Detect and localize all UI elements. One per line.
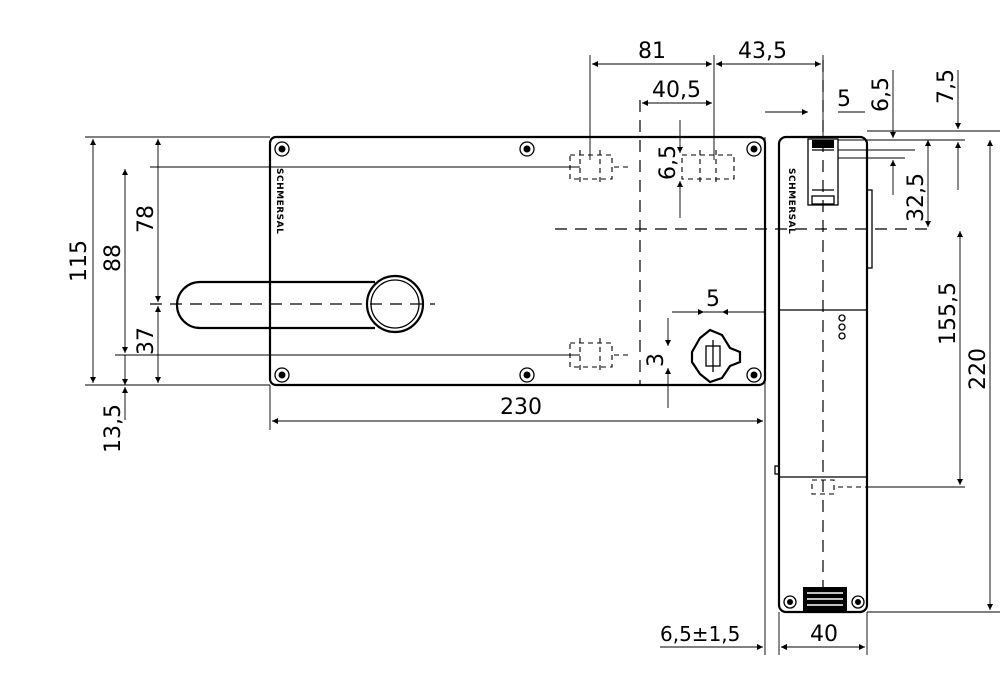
dim-155-5: 155,5 bbox=[936, 282, 961, 345]
dim-43-5: 43,5 bbox=[738, 39, 787, 64]
dim-40-5: 40,5 bbox=[652, 78, 701, 103]
screw-icon bbox=[274, 141, 290, 157]
dim-5-mid: 5 bbox=[706, 287, 720, 312]
screw-icon bbox=[746, 141, 762, 157]
dim-220: 220 bbox=[966, 348, 991, 390]
dim-88: 88 bbox=[101, 244, 126, 272]
extension-lines bbox=[85, 55, 1000, 655]
screw-icon bbox=[519, 141, 535, 157]
led-indicator-icon bbox=[838, 314, 846, 340]
switch-side-view: SCHMERSAL bbox=[774, 60, 873, 614]
screw-icon bbox=[274, 367, 290, 383]
dim-78: 78 bbox=[134, 205, 159, 233]
dim-5-top: 5 bbox=[837, 87, 851, 112]
dimension-lines bbox=[90, 61, 993, 650]
screw-icon bbox=[519, 367, 535, 383]
dim-37: 37 bbox=[134, 327, 159, 355]
dim-7-5: 7,5 bbox=[934, 69, 959, 104]
dim-32-5: 32,5 bbox=[904, 173, 929, 222]
dim-115: 115 bbox=[67, 240, 92, 282]
screw-icon bbox=[851, 595, 865, 609]
brand-label-body: SCHMERSAL bbox=[274, 168, 284, 234]
dim-230: 230 bbox=[500, 395, 542, 420]
actuator-body: SCHMERSAL bbox=[268, 135, 767, 387]
dim-3: 3 bbox=[644, 353, 669, 367]
hidden-hole-right bbox=[681, 150, 735, 184]
release-key-icon bbox=[690, 328, 742, 384]
dim-6-5-tol: 6,5±1,5 bbox=[660, 622, 740, 646]
dim-6-5-mid: 6,5 bbox=[656, 145, 681, 180]
dimension-labels: 81 43,5 40,5 5 6,5 7,5 6,5 32,5 115 88 7… bbox=[67, 39, 991, 647]
dim-40: 40 bbox=[810, 622, 838, 647]
brand-label-side: SCHMERSAL bbox=[786, 168, 796, 234]
screw-icon bbox=[783, 595, 797, 609]
dim-13-5: 13,5 bbox=[101, 404, 126, 453]
dim-81: 81 bbox=[638, 39, 666, 64]
dim-6-5-top: 6,5 bbox=[869, 77, 894, 112]
screw-icon bbox=[746, 367, 762, 383]
